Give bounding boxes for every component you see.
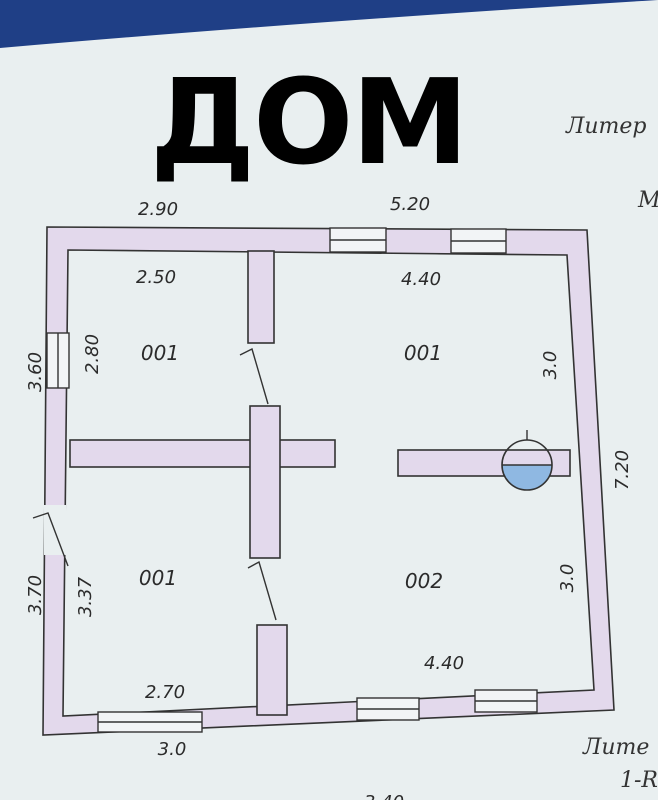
gas-boiler-icon xyxy=(501,430,553,491)
wall-horizontal-left xyxy=(69,439,336,468)
room-width: 2.50 xyxy=(136,267,176,288)
door-lower xyxy=(247,560,277,621)
room-code: 002 xyxy=(405,569,443,593)
door-upper xyxy=(239,347,269,405)
window-top-2 xyxy=(450,228,507,254)
room-code: 001 xyxy=(139,566,177,590)
liter-label-bottom: Лите xyxy=(583,735,650,760)
window-bottom-left xyxy=(97,711,203,733)
doors xyxy=(32,347,277,621)
page-title: ДОМ xyxy=(150,53,469,191)
window-bottom-right-1 xyxy=(356,697,420,721)
room-bottom-left: 2.70 3.37 001 xyxy=(75,566,185,703)
interior-walls xyxy=(69,250,571,716)
outer-walls xyxy=(42,226,615,736)
room-height: 3.0 xyxy=(557,564,578,593)
outer-dimensions: 2.90 5.20 3.60 3.70 7.20 3.0 3.40 xyxy=(25,194,633,800)
room-code: 001 xyxy=(141,341,179,365)
dim-left-upper: 3.60 xyxy=(25,352,46,392)
room-top-right: 4.40 3.0 001 xyxy=(401,269,561,379)
door-left xyxy=(32,512,69,567)
room-width: 4.40 xyxy=(401,269,441,290)
room-width: 2.70 xyxy=(145,682,185,703)
m-mark: М xyxy=(638,188,658,213)
room-height: 2.80 xyxy=(82,334,103,374)
window-left xyxy=(46,332,70,389)
one-r-label: 1-R xyxy=(620,768,658,793)
window-top-1 xyxy=(329,227,387,253)
wall-cross-vertical xyxy=(249,405,281,559)
dim-top-left: 2.90 xyxy=(138,199,178,220)
room-width: 4.40 xyxy=(424,653,464,674)
room-bottom-right: 4.40 3.0 002 xyxy=(405,564,578,674)
dim-top-right: 5.20 xyxy=(390,194,430,215)
room-height: 3.0 xyxy=(540,351,561,380)
liter-label-top: Литер xyxy=(566,114,647,139)
dim-bottom: 3.0 xyxy=(158,739,187,760)
dim-left-lower: 3.70 xyxy=(25,575,46,615)
room-top-left: 2.50 2.80 001 xyxy=(82,267,179,374)
wall-lower-partition xyxy=(256,624,288,716)
wall-upper-partition xyxy=(247,250,275,344)
room-code: 001 xyxy=(404,341,442,365)
dim-right: 7.20 xyxy=(612,450,633,490)
window-bottom-right-2 xyxy=(474,689,538,713)
dim-bottom-cut: 3.40 xyxy=(364,792,404,800)
room-height: 3.37 xyxy=(75,576,96,617)
windows xyxy=(46,227,538,733)
